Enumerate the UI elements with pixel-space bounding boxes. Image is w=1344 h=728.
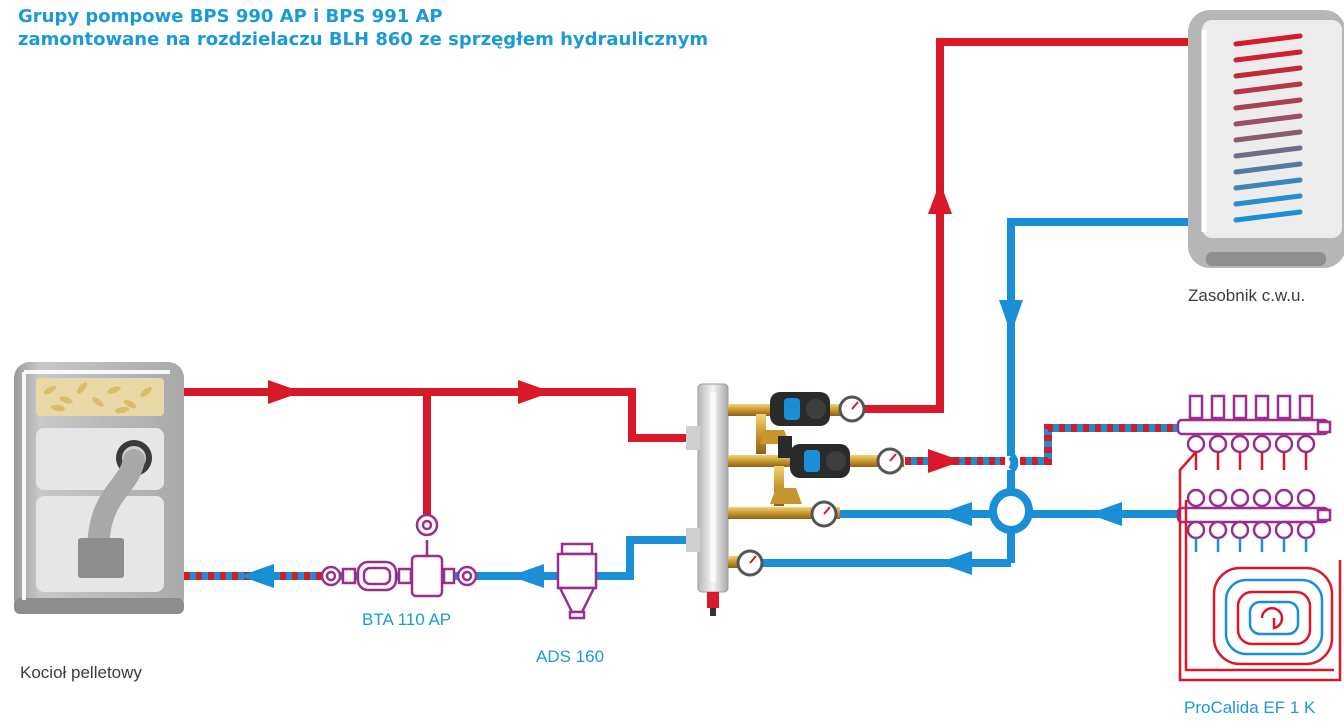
- flow-arrow-icon: [240, 564, 274, 588]
- flow-arrow-icon: [938, 502, 972, 526]
- boiler-label: Kocioł pelletowy: [20, 663, 142, 682]
- dirt-separator-icon: [556, 542, 598, 620]
- tank-label: Zasobnik c.w.u.: [1188, 286, 1306, 305]
- pipe-crossovers: [989, 452, 1033, 534]
- flow-arrow-icon: [518, 380, 552, 404]
- pump-group-icon: [728, 392, 904, 568]
- flow-arrow-icon: [510, 564, 544, 588]
- thermometer-icon: [736, 395, 904, 577]
- flow-arrow-icon: [928, 182, 952, 214]
- pellet-boiler-icon: [14, 362, 184, 614]
- supply-pipes: [184, 38, 1304, 525]
- flow-arrow-icon: [938, 551, 972, 575]
- boiler-return-pipe: [480, 536, 698, 580]
- bta-label: BTA 110 AP: [362, 610, 452, 629]
- dhw-supply-pipe: [862, 38, 1304, 413]
- boiler-supply-pipe: [184, 388, 698, 442]
- page-subtitle: zamontowane na rozdzielaczu BLH 860 ze s…: [18, 29, 709, 50]
- flow-arrows: [240, 182, 1122, 588]
- flow-arrow-icon: [268, 380, 302, 404]
- page-title: Grupy pompowe BPS 990 AP i BPS 991 AP: [18, 6, 443, 27]
- flow-arrow-icon: [928, 449, 962, 473]
- floor-heating-coil-icon: [1178, 451, 1342, 682]
- hydraulic-separator-icon: [686, 383, 729, 616]
- thermostatic-valve-icon: [320, 513, 480, 598]
- floor-manifold-icon: [1176, 394, 1332, 552]
- ads-label: ADS 160: [536, 647, 605, 666]
- floor-heating-label: ProCalida EF 1 K: [1184, 698, 1316, 717]
- hot-water-tank-icon: [1188, 10, 1344, 268]
- flow-arrow-icon: [999, 300, 1023, 334]
- flow-arrow-icon: [1088, 502, 1122, 526]
